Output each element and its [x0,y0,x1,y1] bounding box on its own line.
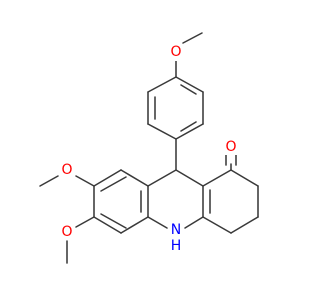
bond-benzene-5 [120,216,149,234]
bond-phenyl-4 [147,123,177,140]
atom-label-bg-left-upper-o [60,162,74,179]
bond-left-lower-ring-o [75,216,95,228]
chemical-structure-diagram: O O O O N H [39,32,259,264]
bond-phenyl-1 [175,76,204,93]
bond-ketone-ring-2 [230,169,259,187]
atom-label-bg-ketone-o [224,138,238,155]
oxygen-atom-label: O [61,162,72,178]
hydrogen-atom-label: H [171,238,182,254]
oxygen-atom-label: O [61,224,72,240]
bond-right-alkene-n [184,216,204,229]
bond-left-upper-o-methyl [39,175,59,187]
bond-benzene-1 [120,169,149,187]
bond-ketone-ring-5 [202,216,232,234]
bond-benzene-double-1 [100,176,127,192]
bond-phenyl-6 [147,76,177,93]
bond-ketone-ring-4 [230,216,259,234]
bond-phenyl-double-2 [180,121,197,132]
bond-ketone-ring-1 [202,169,232,187]
bond-c9-left-aromatic [147,169,177,187]
bond-top-methyl-o [182,32,203,44]
oxygen-atom-label: O [170,44,181,60]
bond-benzene-2 [93,169,122,187]
bond-benzene-double-2 [100,213,127,229]
bond-c9-right-alkene [175,169,204,187]
molecule-canvas: O O O O N H [39,32,259,264]
bond-benzene-4 [93,216,122,234]
atom-label-bg-h [168,238,184,254]
atom-label-bg-top-o [169,44,183,61]
atom-label-bg-n [168,222,184,238]
bond-phenyl-double-1 [180,84,197,95]
bond-n-left-aromatic [147,216,168,229]
atom-label-bg-left-lower-o [60,223,74,240]
nitrogen-atom-label: N [171,222,181,238]
bond-left-upper-ring-o [75,175,95,187]
oxygen-atom-label: O [225,139,236,155]
bond-phenyl-3 [175,123,204,140]
